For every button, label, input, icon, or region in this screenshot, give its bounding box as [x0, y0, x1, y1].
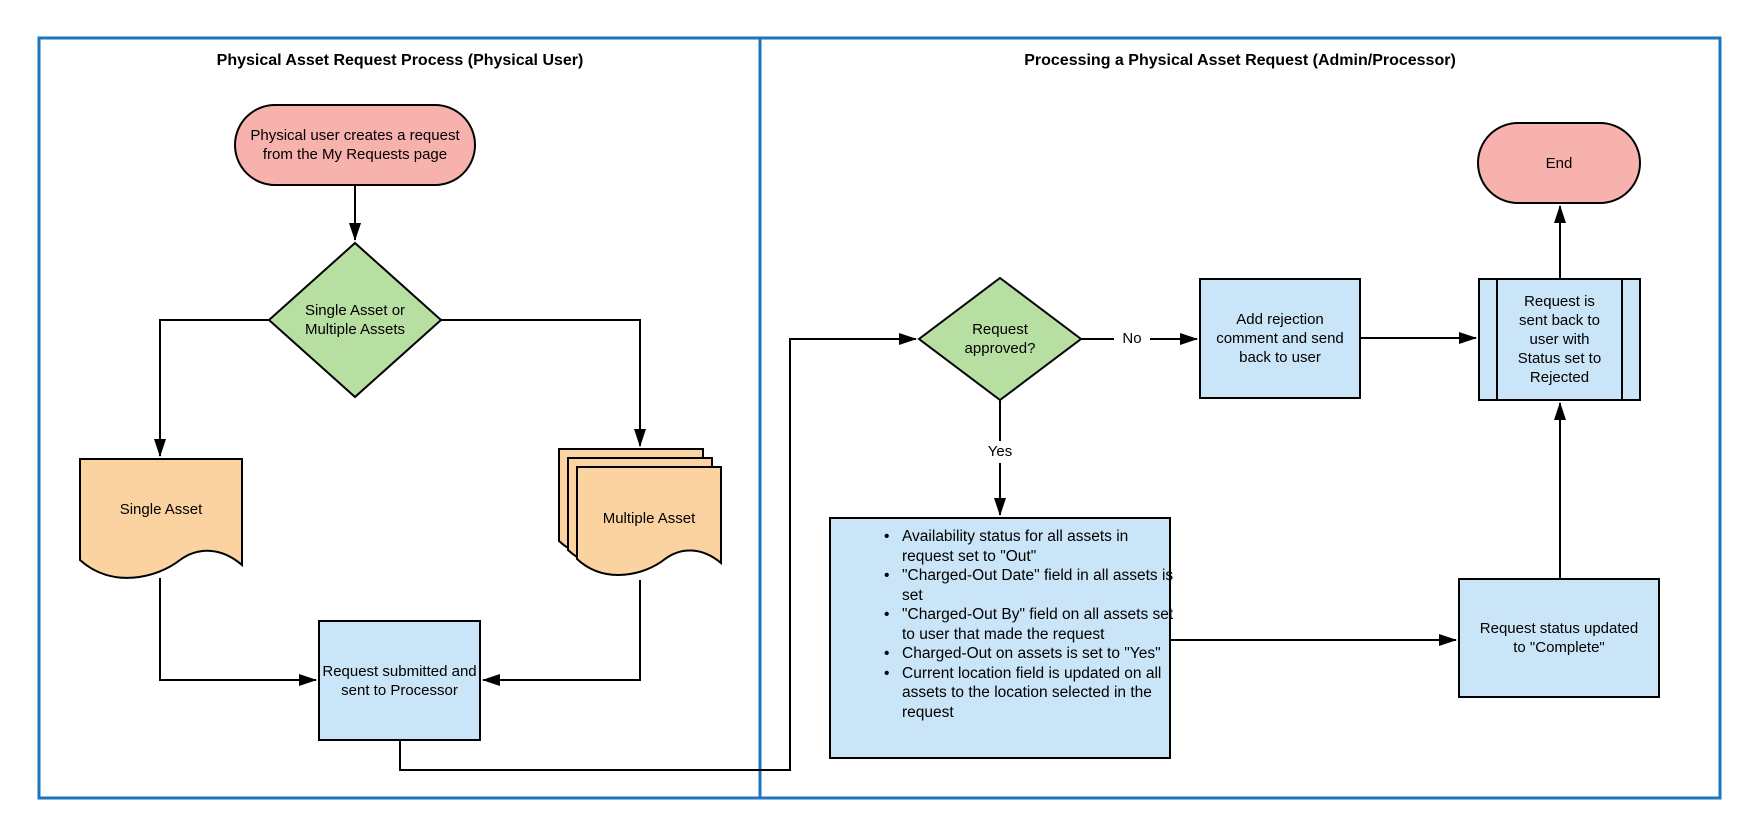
complete-process-shape: [1458, 578, 1660, 698]
multiple-asset-document-front: [576, 466, 722, 576]
action-item: Charged-Out on assets is set to "Yes": [878, 644, 1174, 664]
submit-process-label: Request submitted and sent to Processor: [322, 662, 477, 699]
connector-single-to-submit: [159, 578, 317, 686]
reject-process-label: Add rejection comment and send back to u…: [1216, 311, 1344, 366]
end-terminator-label: End: [1545, 154, 1573, 172]
single-asset-document-label: Single Asset: [119, 500, 203, 518]
edge-label-yes: Yes: [980, 441, 1020, 463]
start-terminator-shape: [234, 104, 476, 186]
action-item: Availability status for all assets in re…: [878, 527, 1174, 566]
approved-decision-shape: [917, 276, 1083, 402]
approved-decision-label: Request approved?: [964, 321, 1036, 357]
edge-label-no: No: [1114, 328, 1150, 350]
submit-process-shape: [318, 620, 481, 741]
connector-submit-to-approved: [399, 333, 917, 771]
connector-decision-to-single: [154, 319, 269, 457]
complete-process-label: Request status updated to "Complete": [1479, 620, 1639, 656]
asset-count-decision-label: Single Asset or Multiple Assets: [304, 302, 406, 338]
start-terminator-label: Physical user creates a request from the…: [250, 127, 460, 163]
outer-panel-border: [37, 36, 1722, 800]
single-asset-document-shape: [79, 458, 243, 579]
connector-multiple-to-submit: [482, 580, 641, 686]
action-item: "Charged-Out By" field on all assets set…: [878, 605, 1174, 644]
end-terminator-shape: [1477, 122, 1641, 204]
multiple-asset-document-label: Multiple Asset: [602, 509, 696, 527]
sent-back-predefined-label: Request is sent back to user with Status…: [1517, 293, 1602, 386]
asset-count-decision-shape: [267, 241, 443, 399]
right-panel-title: Processing a Physical Asset Request (Adm…: [1024, 52, 1456, 69]
action-item: "Charged-Out Date" field in all assets i…: [878, 566, 1174, 605]
connector-decision-to-multiple: [441, 319, 646, 447]
actions-process-list: Availability status for all assets in re…: [838, 527, 1174, 722]
action-item: Current location field is updated on all…: [878, 664, 1174, 723]
reject-process-shape: [1199, 278, 1361, 399]
left-panel-title: Physical Asset Request Process (Physical…: [216, 52, 584, 69]
sent-back-predefined-shape: [1478, 278, 1641, 401]
